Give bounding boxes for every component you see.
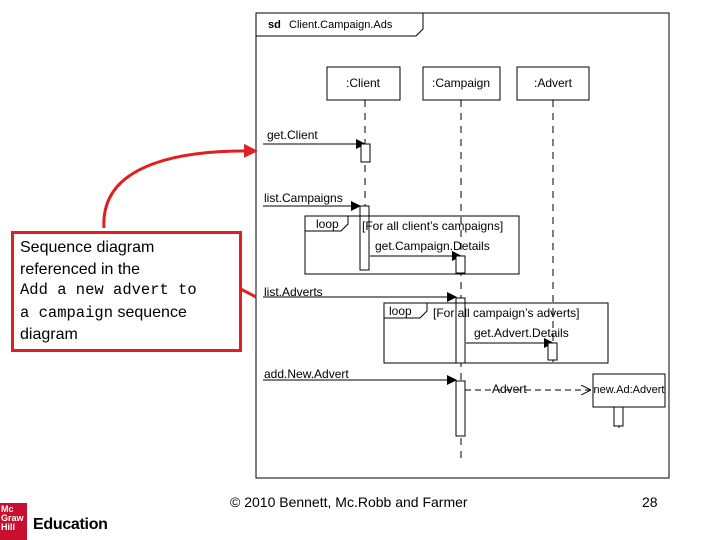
publisher-logo-line-3: Hill xyxy=(1,522,16,532)
message-get-client-label: get.Client xyxy=(267,128,318,142)
inner-loop-operator: loop xyxy=(389,304,412,318)
callout-line-2: referenced in the xyxy=(20,260,141,278)
activation-client-list-campaigns xyxy=(359,205,370,271)
message-list-campaigns-label: list.Campaigns xyxy=(264,191,343,205)
message-get-advert-details-label: get.Advert.Details xyxy=(474,326,569,340)
callout-line-1: Sequence diagram xyxy=(20,239,155,256)
activation-new-advert xyxy=(613,406,624,427)
callout-line-5: diagram xyxy=(20,326,78,343)
outer-loop-guard: [For all client’s campaigns] xyxy=(362,219,503,233)
outer-loop-operator: loop xyxy=(316,217,339,231)
copyright-text: © 2010 Bennett, Mc.Robb and Farmer xyxy=(230,494,468,510)
publisher-logo-line-2: Graw xyxy=(1,513,24,523)
publisher-logo: Mc Graw Hill xyxy=(0,503,27,540)
callout-note: Sequence diagram referenced in the Add a… xyxy=(11,231,242,352)
callout-line-3: Add a new advert to xyxy=(20,281,197,299)
publisher-logo-line-1: Mc xyxy=(1,504,14,514)
sd-frame-tab xyxy=(256,13,424,37)
lifeline-client-box xyxy=(326,66,401,101)
message-get-campaign-details-label: get.Campaign.Details xyxy=(375,239,490,253)
publisher-name: Education xyxy=(33,516,108,533)
sd-frame-name: Client.Campaign.Ads xyxy=(289,19,393,31)
callout-line-4-sans: sequence xyxy=(113,303,187,321)
sd-frame-tag: sd xyxy=(268,19,281,31)
lifeline-client-label: :Client xyxy=(346,76,381,90)
lifeline-campaign-box xyxy=(422,66,501,101)
message-list-adverts-label: list.Adverts xyxy=(264,285,323,299)
inner-loop-guard: [For all campaign’s adverts] xyxy=(433,306,580,320)
inner-loop-tab xyxy=(384,303,428,319)
callout-pointer-arrow xyxy=(102,143,258,229)
lifeline-advert-label: :Advert xyxy=(534,76,573,90)
lifeline-campaign-label: :Campaign xyxy=(432,76,490,90)
page-number: 28 xyxy=(642,494,658,510)
inner-loop-fragment xyxy=(383,302,609,364)
lifeline-new-advert-label: new.Ad:Advert xyxy=(594,384,665,396)
lifeline-new-advert-box xyxy=(592,373,666,408)
sd-frame xyxy=(255,12,670,479)
outer-loop-tab xyxy=(305,216,349,232)
message-create-advert-label: Advert xyxy=(492,382,527,396)
message-add-new-advert-label: add.New.Advert xyxy=(264,367,349,381)
callout-line-4: a campaign sequence xyxy=(20,302,239,325)
outer-loop-fragment xyxy=(304,215,520,275)
activation-campaign-details xyxy=(455,255,466,274)
activation-client-get-client xyxy=(360,143,371,163)
activation-campaign-add-advert xyxy=(455,380,466,437)
activation-advert-details xyxy=(547,342,558,361)
callout-line-4-mono: a campaign xyxy=(20,303,114,322)
